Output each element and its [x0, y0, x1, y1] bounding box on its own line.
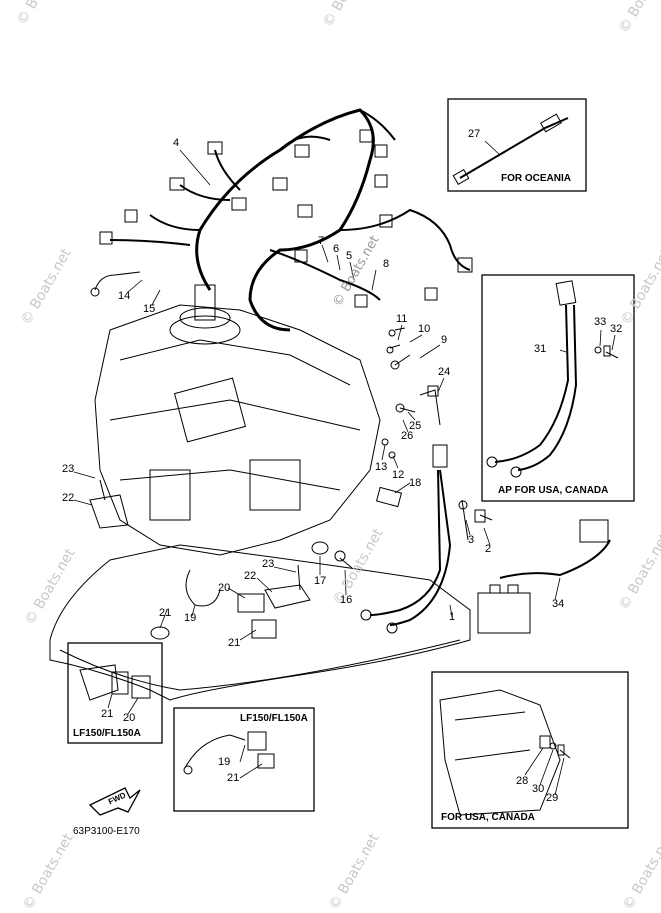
fwd-arrow	[88, 787, 141, 816]
callout-21b: 21	[228, 637, 241, 649]
callout-20: 20	[218, 582, 231, 594]
inset-lf150-center-frame	[173, 707, 315, 812]
callout-26: 26	[401, 430, 414, 442]
callout-2: 2	[485, 543, 492, 555]
connector-group	[99, 129, 473, 308]
callout-20b: 20	[123, 712, 136, 724]
callout-21d: 21	[227, 772, 240, 784]
callout-31: 31	[534, 343, 547, 355]
callout-33: 33	[594, 316, 607, 328]
callout-16: 16	[340, 594, 353, 606]
inset-lf150-left-frame	[67, 642, 163, 744]
main-wire-harness	[198, 108, 375, 332]
drawing-code: 63P3100-E170	[73, 826, 140, 837]
inset-oceania-label: FOR OCEANIA	[501, 173, 571, 184]
callout-21: 21	[159, 607, 172, 619]
callout-25: 25	[409, 420, 422, 432]
inset-lf150-left-label: LF150/FL150A	[73, 728, 141, 739]
inset-usa-canada-frame	[431, 671, 629, 829]
callout-6: 6	[333, 243, 340, 255]
callout-15: 15	[143, 303, 156, 315]
callout-34: 34	[552, 598, 565, 610]
callout-27: 27	[468, 128, 481, 140]
callout-29: 29	[546, 792, 559, 804]
callout-24: 24	[438, 366, 451, 378]
callout-21c: 21	[101, 708, 114, 720]
callout-1: 1	[449, 611, 456, 623]
callout-14: 14	[118, 290, 131, 302]
callout-12: 12	[392, 469, 405, 481]
callout-19: 19	[184, 612, 197, 624]
bottom-cowling-outline	[49, 544, 471, 701]
inset-ap-usa-canada-frame	[481, 274, 635, 502]
callout-3: 3	[468, 534, 475, 546]
callout-30: 30	[532, 783, 545, 795]
callout-8: 8	[383, 258, 390, 270]
callout-19b: 19	[218, 756, 231, 768]
callout-5: 5	[346, 250, 353, 262]
callout-11: 11	[396, 313, 408, 325]
callout-23: 23	[62, 463, 75, 475]
callout-4: 4	[173, 137, 180, 149]
callout-9: 9	[441, 334, 448, 346]
callout-23b: 23	[262, 558, 275, 570]
callout-32: 32	[610, 323, 623, 335]
inset-oceania-frame	[447, 98, 587, 192]
callout-22b: 22	[244, 570, 257, 582]
engine-block-outline	[94, 304, 381, 556]
callout-28: 28	[516, 775, 529, 787]
callout-7: 7	[318, 235, 325, 247]
battery-cable	[369, 469, 442, 616]
callout-17: 17	[314, 575, 327, 587]
callout-13: 13	[375, 461, 388, 473]
inset-ap-usa-canada-label: AP FOR USA, CANADA	[498, 485, 609, 496]
callout-10: 10	[418, 323, 431, 335]
inset-usa-canada-label: FOR USA, CANADA	[441, 812, 535, 823]
callout-22: 22	[62, 492, 75, 504]
inset-lf150-center-label: LF150/FL150A	[240, 713, 308, 724]
callout-18: 18	[409, 477, 422, 489]
battery	[477, 592, 531, 634]
